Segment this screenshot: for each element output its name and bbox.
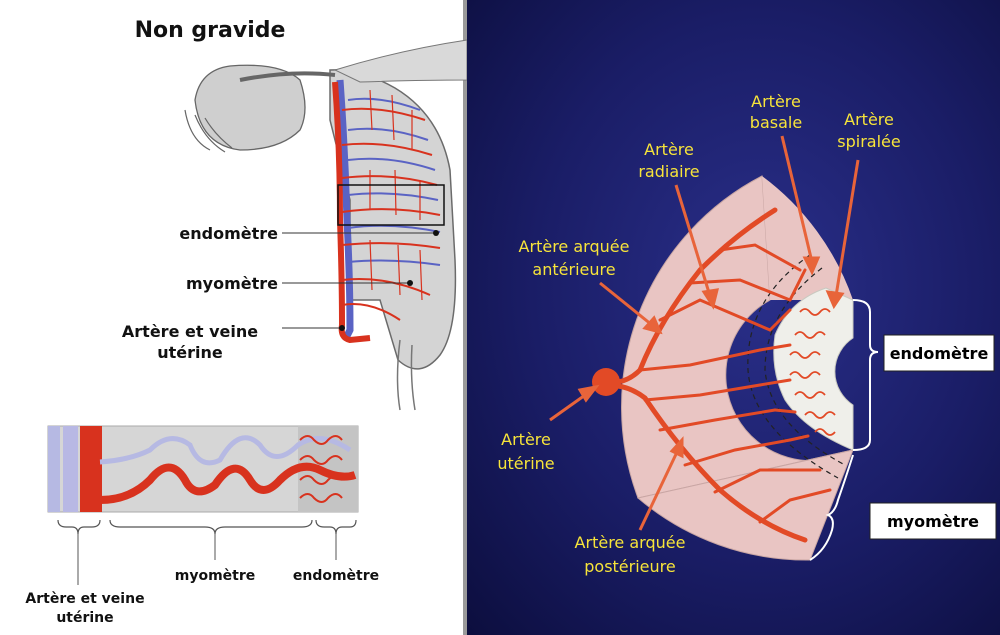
panel-divider [463,0,467,635]
uterus-illustration [184,39,467,411]
title-non-gravide: Non gravide [135,18,286,43]
label-artere-veine-1: Artère et veine [122,322,258,341]
label-endometre: endomètre [179,224,278,243]
label-myometre: myomètre [186,274,278,293]
detail-label-endometre: endomètre [293,568,379,584]
label-artere-veine-2: utérine [157,343,223,362]
detail-label-artere-veine-1: Artère et veine [25,591,144,607]
detail-label-artere-veine-2: utérine [56,610,113,626]
right-panel-uterine-arteries [467,0,1000,635]
detail-label-myometre: myomètre [175,568,256,584]
detail-strip [47,425,359,513]
left-illustration: Non gravide [25,18,467,626]
